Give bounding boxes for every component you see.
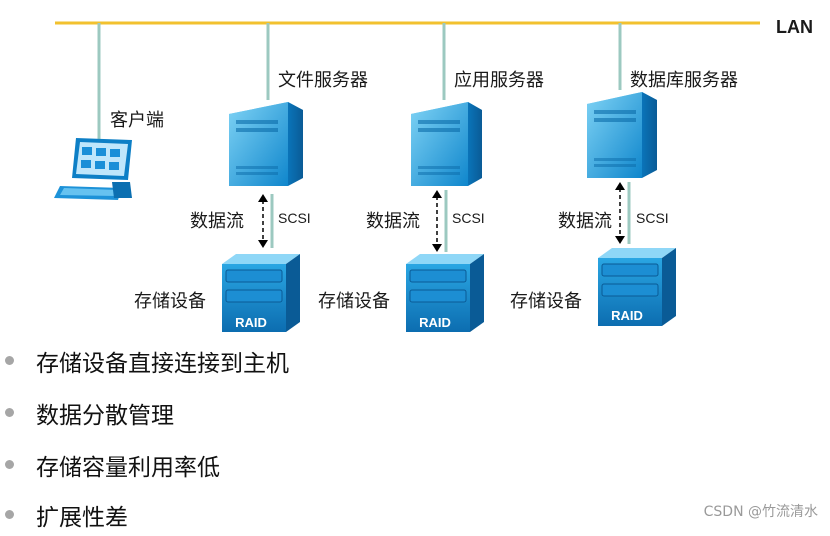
bullet-dot-icon xyxy=(5,460,14,469)
client-label: 客户端 xyxy=(110,110,164,131)
db-server-icon xyxy=(587,92,657,178)
app-server-icon xyxy=(411,102,482,186)
scsi-label-2: SCSI xyxy=(452,210,485,226)
file-server-icon xyxy=(229,102,303,186)
bullet-text: 存储容量利用率低 xyxy=(36,455,220,481)
data-flow-label-2: 数据流 xyxy=(366,211,420,232)
client-computer-icon xyxy=(54,138,132,200)
bullet-dot-icon xyxy=(5,510,14,519)
lan-label: LAN xyxy=(776,17,813,37)
storage-label-3: 存储设备 xyxy=(510,291,582,312)
file-server-label: 文件服务器 xyxy=(278,70,368,91)
scsi-label-3: SCSI xyxy=(636,210,669,226)
data-flow-label-1: 数据流 xyxy=(190,211,244,232)
bullet-text: 数据分散管理 xyxy=(36,403,174,429)
storage-label-1: 存储设备 xyxy=(134,291,206,312)
watermark: CSDN @竹流清水 xyxy=(703,504,818,520)
raid-badge-2: RAID xyxy=(419,315,451,330)
db-server-label: 数据库服务器 xyxy=(630,70,738,91)
storage-label-2: 存储设备 xyxy=(318,291,390,312)
raid-badge-1: RAID xyxy=(235,315,267,330)
data-flow-label-3: 数据流 xyxy=(558,211,612,232)
bullet-text: 存储设备直接连接到主机 xyxy=(36,351,289,377)
raid-storage-icon-3 xyxy=(598,248,676,326)
topology-diagram: RAID RAID RAID xyxy=(54,21,760,332)
data-flow-arrow-3 xyxy=(615,182,631,244)
data-flow-arrow-1 xyxy=(258,194,274,248)
data-flow-arrow-2 xyxy=(432,190,448,252)
app-server-label: 应用服务器 xyxy=(454,70,544,91)
bullet-dot-icon xyxy=(5,408,14,417)
bullet-dot-icon xyxy=(5,356,14,365)
scsi-label-1: SCSI xyxy=(278,210,311,226)
raid-badge-3: RAID xyxy=(611,308,643,323)
raid-storage-icon-2 xyxy=(406,254,484,332)
raid-storage-icon-1 xyxy=(222,254,300,332)
bullet-text: 扩展性差 xyxy=(36,505,128,531)
